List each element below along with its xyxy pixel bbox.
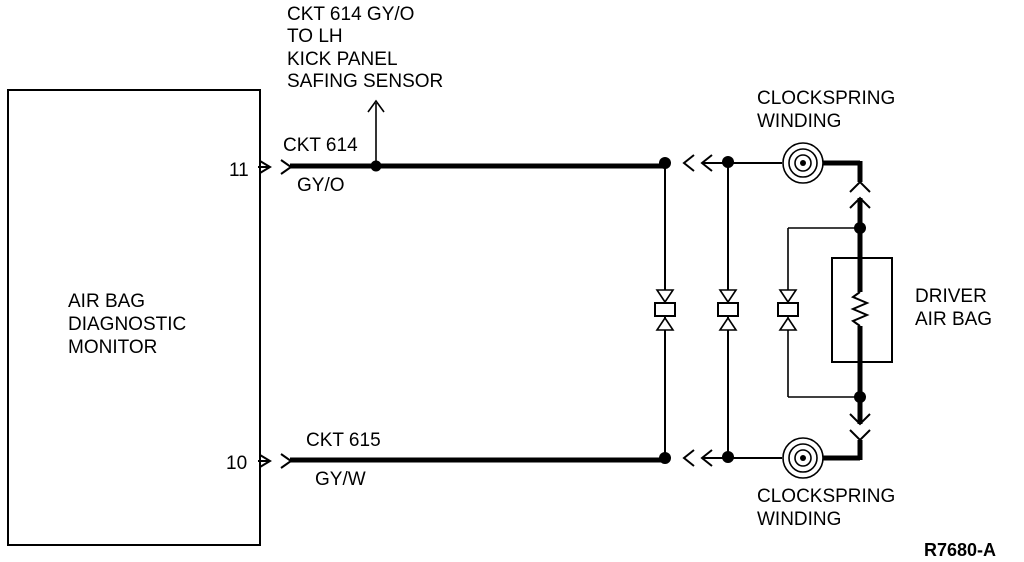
clockspring-top-line1: CLOCKSPRING — [757, 88, 895, 109]
ckt615-name: CKT 615 — [306, 430, 381, 451]
connector-mid-top-a — [682, 154, 695, 172]
diagnostic-monitor-box — [7, 89, 261, 546]
pin-11-label: 11 — [229, 160, 249, 181]
branch-note-line4: SAFING SENSOR — [287, 71, 443, 92]
clockspring-top-icon — [782, 142, 824, 184]
connector-right-bot-a — [849, 429, 871, 442]
shorting-clip-3 — [777, 289, 799, 331]
airbag-label-line2: AIR BAG — [915, 309, 992, 330]
monitor-label-line1: AIR BAG — [68, 291, 145, 312]
branch-note-line2: TO LH — [287, 26, 343, 47]
splice-safing — [370, 160, 382, 172]
safing-branch-arrow — [367, 99, 385, 113]
ckt614-name: CKT 614 — [283, 135, 358, 156]
shorting-clip-1 — [654, 289, 676, 331]
clockspring-bottom-icon — [782, 437, 824, 479]
connector-mid-bot-a — [682, 449, 695, 467]
connector-chevron-10c — [280, 453, 293, 469]
pin-10-label: 10 — [226, 453, 247, 474]
clockspring-bottom-line1: CLOCKSPRING — [757, 486, 895, 507]
connector-chevron-11c — [280, 159, 293, 175]
monitor-label-line3: MONITOR — [68, 337, 157, 358]
branch-note-line1: CKT 614 GY/O — [287, 4, 414, 25]
connector-right-top-a — [849, 180, 871, 193]
clockspring-bottom-line2: WINDING — [757, 509, 841, 530]
ckt614-color: GY/O — [297, 175, 345, 196]
ckt615-color: GY/W — [315, 469, 366, 490]
airbag-resistor-icon — [850, 291, 870, 327]
shorting-clip-2 — [717, 289, 739, 331]
clockspring-top-line2: WINDING — [757, 111, 841, 132]
airbag-label-line1: DRIVER — [915, 286, 987, 307]
figure-id: R7680-A — [924, 540, 996, 560]
branch-note-line3: KICK PANEL — [287, 49, 398, 70]
monitor-label-line2: DIAGNOSTIC — [68, 314, 186, 335]
